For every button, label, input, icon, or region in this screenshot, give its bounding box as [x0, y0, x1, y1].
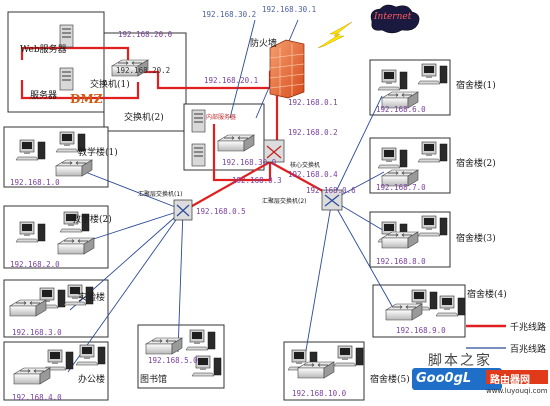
switch2-label: 交换机(2)	[124, 113, 164, 123]
server-label: 服务器	[30, 91, 58, 101]
switch1-label: 交换机(1)	[90, 80, 130, 90]
dorm-label-2: 宿舍楼(2)	[456, 159, 496, 169]
agg1-label: 汇聚层交换机(1)	[138, 191, 183, 198]
dorm-ip-1: 192.168.6.0	[376, 105, 426, 114]
dorm-label-3: 宿舍楼(3)	[456, 234, 496, 244]
agg2-switch-icon	[321, 189, 343, 211]
dorm-label-1: 宿舍楼(1)	[456, 81, 496, 91]
dorm-label-5: 宿舍楼(5)	[370, 375, 410, 385]
building-ip-2: 192.168.2.0	[10, 260, 60, 269]
agg1-switch-icon	[173, 199, 193, 221]
building-ip-3: 192.168.3.0	[12, 328, 62, 337]
legend-hundred-label: 百兆线路	[510, 345, 547, 355]
hundred-links	[67, 19, 393, 373]
building-label-4: 办公楼	[78, 375, 106, 385]
building-label-2: 教学楼(2)	[72, 215, 112, 225]
library-ip: 192.168.5.0	[148, 356, 198, 365]
dorm-ip-4: 192.168.9.0	[396, 326, 446, 335]
dmz-label: DMZ	[70, 92, 103, 106]
internal-ip: 192.168.30.0	[222, 158, 277, 167]
library-label: 图书馆	[140, 375, 168, 385]
watermark-site-url: www.luyouqi.com	[486, 387, 548, 395]
web-server-label: Web服务器	[20, 45, 67, 55]
dmz-ip: 192.168.20.0	[118, 30, 173, 39]
dorm-ip-5: 192.168.10.0	[292, 389, 347, 398]
dmz-link-ip: 192.168.20.2	[116, 66, 171, 75]
firewall-label: 防火墙	[250, 39, 278, 49]
internet-cloud-icon	[370, 4, 420, 34]
building-ip-1: 192.168.1.0	[10, 178, 60, 187]
building-label-1: 教学楼(1)	[78, 148, 118, 158]
fw-ip-20-1: 192.168.20.1	[204, 76, 259, 85]
fw-ip-30-2: 192.168.30.2	[202, 10, 257, 19]
fw-ip-30-1: 192.168.30.1	[262, 5, 317, 14]
watermark-brand-bar	[412, 368, 548, 390]
fw-ip-0-1: 192.168.0.1	[288, 98, 338, 107]
lightning-icon	[317, 21, 353, 49]
legend-gigabit-label: 千兆线路	[510, 323, 547, 333]
internet-label: Internet	[374, 12, 412, 22]
core-switch-label: 核心交换机	[290, 162, 321, 169]
ip-0-3: 192.168.0.3	[232, 176, 282, 185]
building-label-3: 实验楼	[78, 293, 106, 303]
agg2-label: 汇聚层交换机(2)	[262, 198, 307, 205]
core-ip-0-6: 192.168.0.6	[306, 186, 356, 195]
watermark-text: 脚本之家	[428, 353, 492, 369]
dorm-label-4: 宿舍楼(4)	[467, 290, 507, 300]
watermark-brand: Goo0gL	[416, 371, 472, 386]
dorm-ip-3: 192.168.8.0	[376, 257, 426, 266]
internal-server-label: 内部服务器	[206, 114, 237, 121]
watermark-site-cn: 路由器网	[490, 375, 530, 386]
core-switch-icon	[263, 139, 285, 163]
firewall-icon	[269, 39, 305, 99]
fw-ip-0-2: 192.168.0.2	[288, 128, 338, 137]
dmz-box	[7, 11, 187, 132]
dorm-ip-2: 192.168.7.0	[376, 183, 426, 192]
agg1-ip: 192.168.0.5	[196, 207, 246, 216]
core-ip-0-4: 192.168.0.4	[288, 170, 338, 179]
building-ip-4: 192.168.4.0	[12, 393, 62, 402]
legend	[466, 324, 506, 349]
